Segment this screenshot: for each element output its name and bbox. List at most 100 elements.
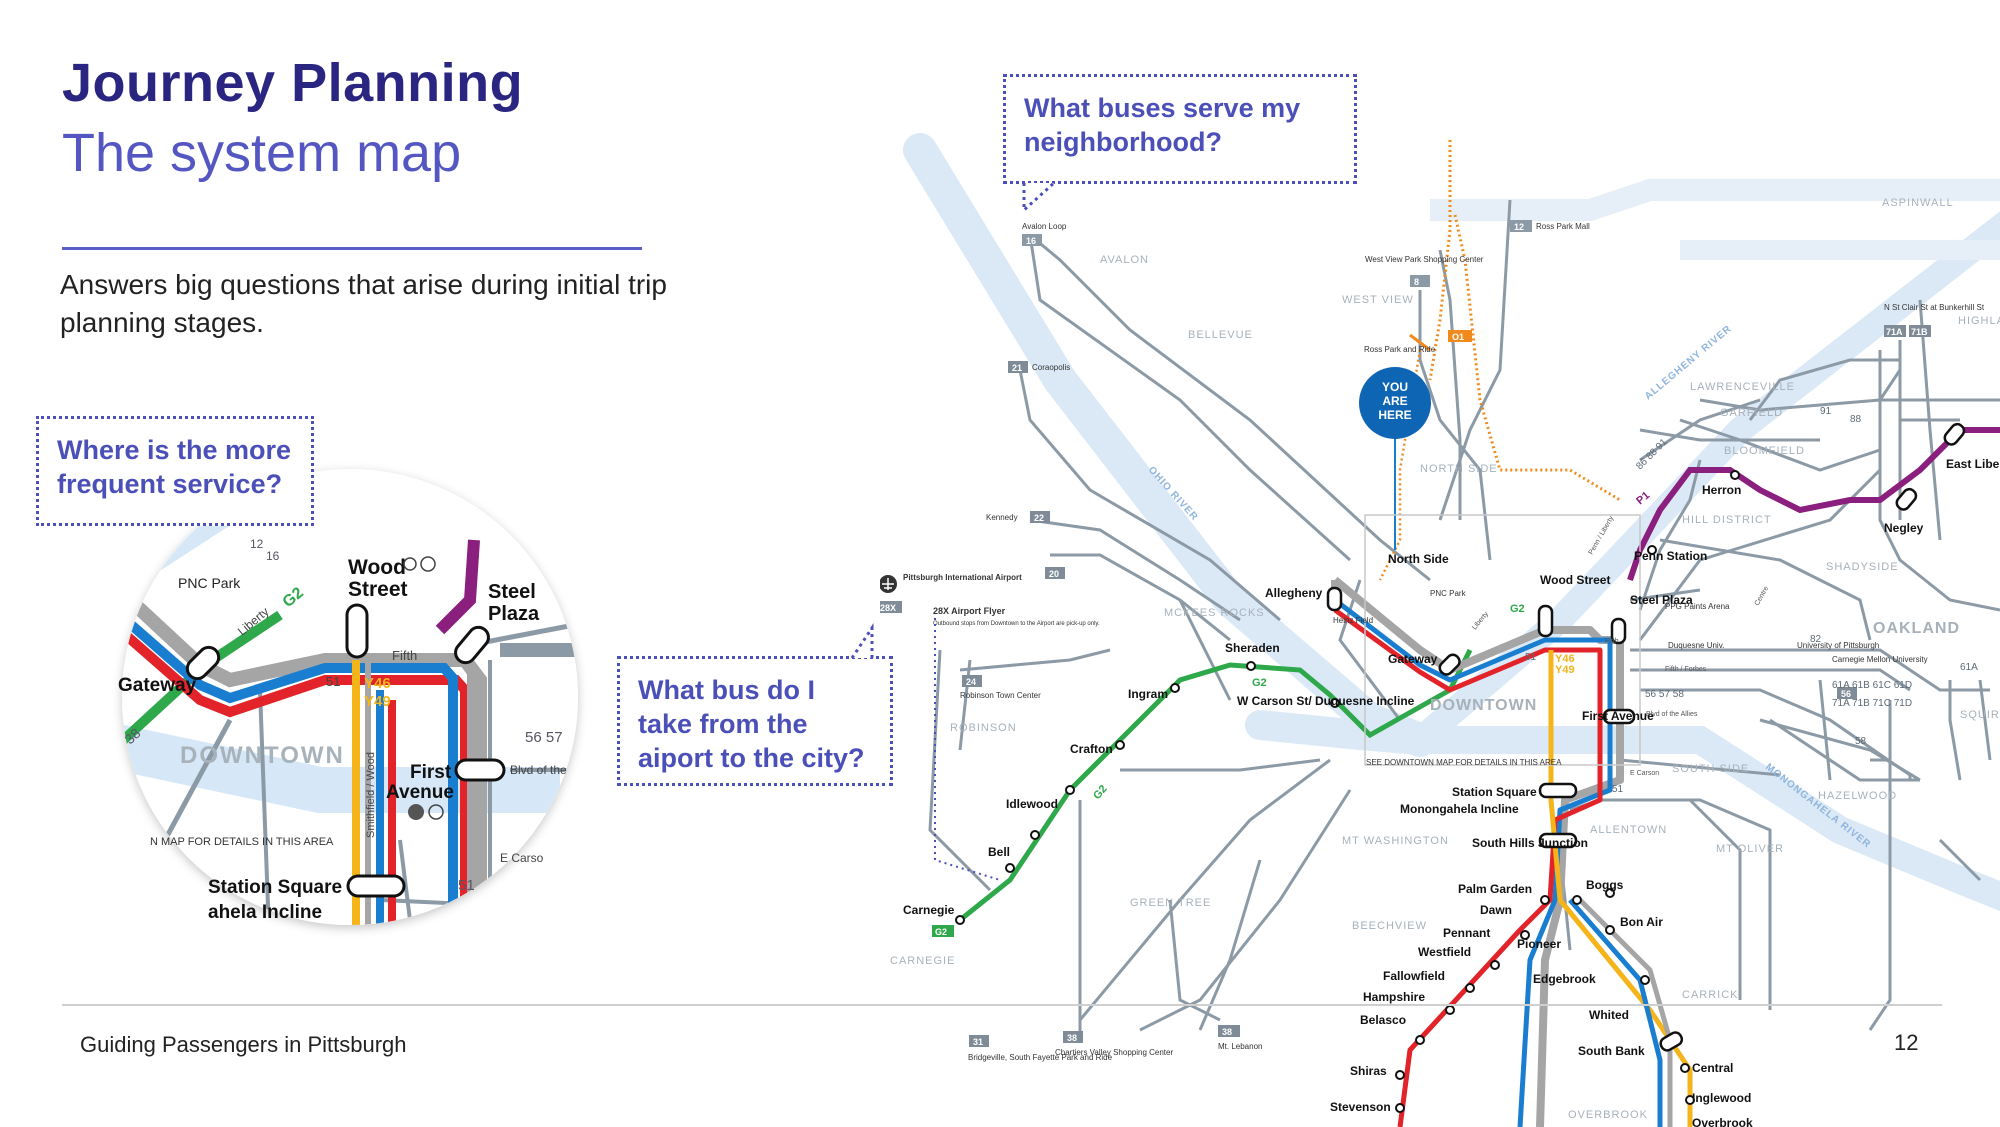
nb-highland-park: HIGHLAND PARK	[1958, 315, 2000, 327]
lbl-fallowfield: Fallowfield	[1383, 969, 1445, 983]
rt-28x: 28X	[880, 603, 896, 613]
st-e-carson: E Carson	[1630, 770, 1659, 777]
zoom-seemap: N MAP FOR DETAILS IN THIS AREA	[150, 836, 334, 848]
lbl-airport: Pittsburgh International Airport	[903, 573, 1022, 582]
lbl-sheraden: Sheraden	[1225, 641, 1280, 655]
lbl-airport-flyer: 28X Airport Flyer	[933, 606, 1006, 616]
light-rail	[1332, 576, 1693, 1127]
zoom-5657: 56 57	[525, 729, 563, 746]
nb-robinson: ROBINSON	[950, 722, 1017, 734]
yah-1: YOU	[1382, 380, 1408, 394]
lbl-shiras: Shiras	[1350, 1064, 1387, 1078]
num-8691: 86 88 91	[1634, 437, 1670, 473]
rt-g2-c: G2	[1510, 603, 1525, 615]
lbl-pioneer: Pioneer	[1517, 937, 1561, 951]
nb-west-view: WEST VIEW	[1342, 294, 1414, 306]
map-content: YOU ARE HERE	[880, 133, 2000, 1127]
you-are-here-marker	[1359, 367, 1431, 439]
zoom-plaza: Plaza	[488, 603, 540, 625]
nb-lawrenceville: LAWRENCEVILLE	[1690, 381, 1795, 393]
st-liberty: Liberty	[1471, 610, 1490, 631]
lbl-hampshire: Hampshire	[1363, 990, 1425, 1004]
airport-icon	[880, 575, 897, 593]
rt-56: 56	[1841, 689, 1851, 699]
lbl-inglewood: Inglewood	[1692, 1091, 1751, 1105]
nb-allentown: ALLENTOWN	[1590, 824, 1667, 836]
zoom-wood: Wood	[348, 556, 406, 579]
rt-g2-shield: G2	[935, 927, 947, 937]
lbl-kennedy: Kennedy	[986, 513, 1018, 522]
station-markers	[1326, 422, 1966, 1052]
rt-g2-a: G2	[1252, 677, 1267, 689]
rt-y46: Y46	[1555, 653, 1575, 665]
rt-24: 24	[966, 677, 976, 687]
nb-mt-oliver: MT OLIVER	[1716, 843, 1784, 855]
lbl-n-st-clair: N St Clair St at Bunkerhill St	[1884, 303, 1985, 312]
num-91: 91	[1820, 406, 1832, 417]
nb-hazelwood: HAZELWOOD	[1818, 790, 1897, 802]
nb-garfield: GARFIELD	[1720, 407, 1783, 419]
lbl-carnegie: Carnegie	[903, 903, 955, 917]
downtown-box	[1364, 514, 1641, 766]
nb-green-tree: GREEN TREE	[1130, 897, 1211, 909]
page-number: 12	[1894, 1030, 1919, 1055]
zoom-wheelchair-icon	[403, 557, 417, 571]
zoom-pnc: PNC Park	[178, 575, 241, 591]
lbl-chartiers: Chartiers Valley Shopping Center	[1055, 1048, 1173, 1057]
num-82: 82	[1810, 634, 1822, 645]
zoom-blvd: Blvd of the	[510, 763, 567, 777]
lbl-heinz: Heinz Field	[1333, 616, 1373, 625]
zoom-51a: 51	[326, 674, 340, 689]
yah-2: ARE	[1382, 394, 1407, 408]
minor-labels: Heinz Field PNC Park PPG Paints Arena Du…	[903, 222, 1985, 1062]
footer-title: Guiding Passengers in Pittsburgh	[80, 1032, 407, 1057]
zoom-c-icon	[420, 556, 436, 572]
lbl-belasco: Belasco	[1360, 1013, 1406, 1027]
rt-g2-b: G2	[1091, 783, 1110, 802]
st-blvd: Blvd of the Allies	[1646, 711, 1698, 718]
zoom-downtown: DOWNTOWN	[180, 742, 345, 769]
zoom-avenue: Avenue	[386, 782, 454, 803]
nb-downtown: DOWNTOWN	[1430, 697, 1537, 714]
num-51: 51	[1525, 652, 1537, 663]
rt-12: 12	[1514, 222, 1524, 232]
rt-22: 22	[1034, 513, 1044, 523]
nb-overbrook: OVERBROOK	[1568, 1109, 1648, 1121]
num-71: 71A 71B 71C 71D	[1832, 698, 1912, 709]
nb-aspinwall: ASPINWALL	[1882, 197, 1954, 209]
num-51b: 51	[1612, 784, 1624, 795]
lbl-bridgeville: Bridgeville, South Fayette Park and Ride	[968, 1053, 1113, 1062]
zoom-ecarson: E Carso	[500, 851, 544, 865]
num-61a: 61A	[1960, 662, 1978, 673]
rt-8: 8	[1414, 277, 1419, 287]
zoom-51b: 51	[458, 877, 475, 894]
zoom-street: Street	[348, 578, 408, 601]
nb-beechview: BEECHVIEW	[1352, 920, 1427, 932]
num-58: 58	[1855, 736, 1867, 747]
lbl-overbrook-st: Overbrook	[1692, 1116, 1753, 1127]
st-fifth: Fifth	[1605, 638, 1619, 645]
st-centre: Centre	[1754, 585, 1771, 607]
zoom-y49: Y49	[364, 693, 391, 710]
lbl-allegheny: Allegheny	[1265, 586, 1323, 600]
rt-38: 38	[1067, 1033, 1077, 1043]
lbl-wood-street: Wood Street	[1540, 573, 1610, 587]
callout-neighborhood-text: What buses serve my neighborhood?	[1024, 93, 1301, 157]
lbl-ross-mall: Ross Park Mall	[1536, 222, 1590, 231]
title-divider	[62, 247, 642, 250]
lbl-westfield: Westfield	[1418, 945, 1471, 959]
num-88: 88	[1850, 414, 1862, 425]
lbl-pnc: PNC Park	[1430, 589, 1467, 598]
lbl-bell: Bell	[988, 845, 1010, 859]
lbl-w-carson: W Carson St/ Duquesne Incline	[1237, 694, 1415, 708]
small-stations	[955, 470, 1740, 1113]
nb-hill-district: HILL DISTRICT	[1682, 514, 1772, 526]
lbl-mon-incline: Monongahela Incline	[1400, 802, 1519, 816]
bus-routes	[928, 199, 2000, 1040]
route-labels: P1 G2 G2 G2 Y46 Y49 28X 21 22 20 24 G2 3…	[880, 222, 1928, 1047]
zoom-incline: ahela Incline	[208, 902, 322, 923]
page-subtitle: The system map	[62, 123, 462, 183]
rt-o1: O1	[1452, 332, 1464, 342]
